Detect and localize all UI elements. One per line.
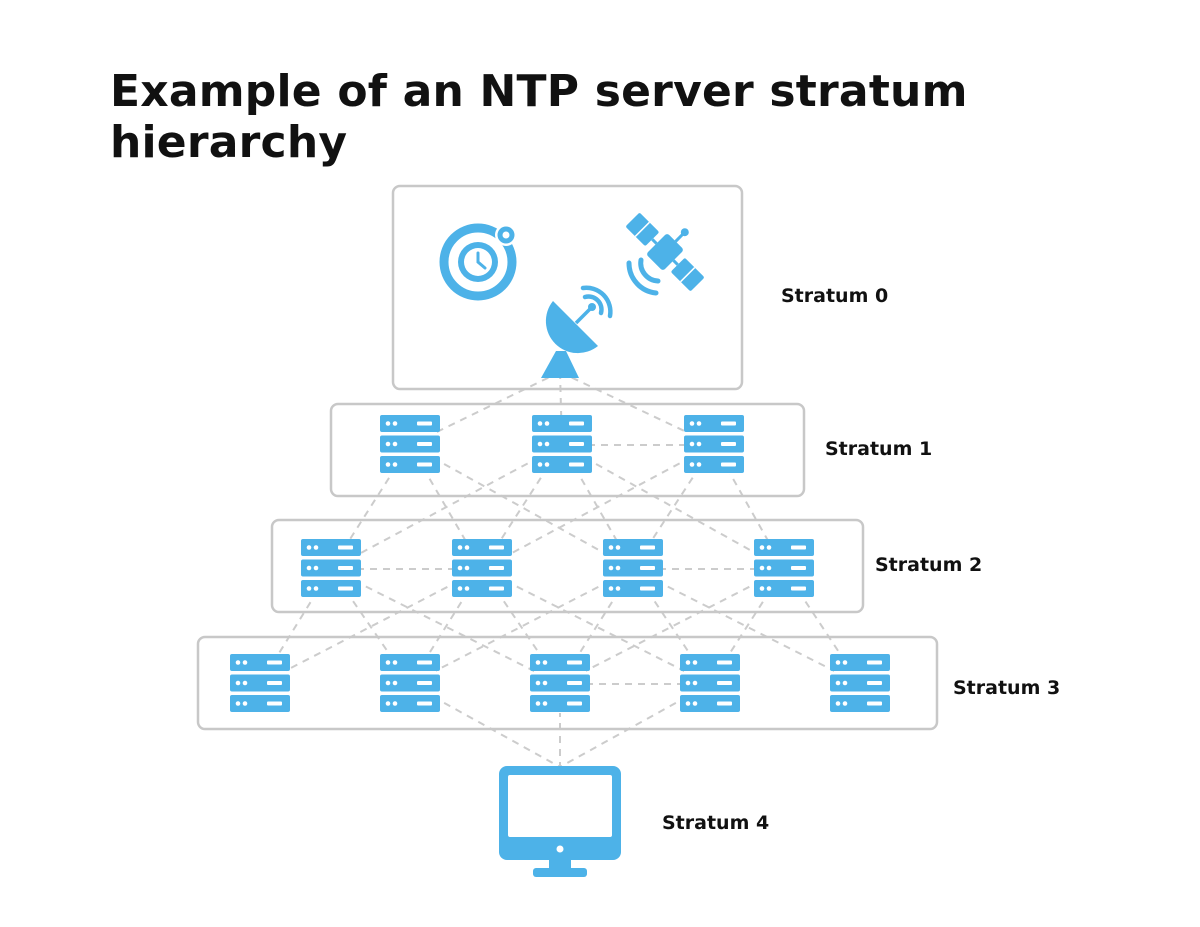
connection-link [481,568,711,685]
connection-link [481,568,561,685]
connection-link [559,568,634,685]
stratum-3-server-icon [230,654,290,713]
diagram-title: Example of an NTP server stratum hierarc… [110,66,968,168]
connection-link [561,444,785,570]
connection-link [330,568,411,685]
connection-link [409,568,634,685]
radio-dish-icon [541,285,613,378]
stratum-devices [230,213,890,877]
connection-link [409,444,634,570]
connection-link [259,568,483,685]
stratum-1-frame [329,402,806,498]
stratum-0-label: Stratum 0 [781,285,889,307]
stratum-2-server-icon [603,539,663,598]
connection-link [409,568,483,685]
stratum-3-server-icon [380,654,440,713]
stratum-3-frame [196,635,939,731]
connection-link [330,568,561,685]
stratum-1-server-icon [684,415,744,474]
stratum-2-frame [270,518,865,614]
stratum-1-server-icon [532,415,592,474]
connection-link [409,371,561,446]
stratum-2-label: Stratum 2 [875,554,983,576]
connection-link [259,568,332,685]
connection-link [481,444,715,570]
connection-link [559,371,715,446]
stratum-2-server-icon [754,539,814,598]
stratum-0-frame [391,184,744,391]
stratum-2-server-icon [452,539,512,598]
connection-link [632,568,711,685]
stratum-3-server-icon [680,654,740,713]
gps-satellite-icon [626,213,704,296]
stratum-3-label: Stratum 3 [953,677,1061,699]
stratum-1-label: Stratum 1 [825,438,933,460]
stratum-frames [196,184,939,731]
stratum-3-server-icon [830,654,890,713]
atomic-clock-icon [439,223,517,301]
stratum-4-label: Stratum 4 [662,812,770,834]
stratum-2-server-icon [301,539,361,598]
stratum-1-server-icon [380,415,440,474]
connection-link [709,568,785,685]
connection-link [632,568,861,685]
connection-link [330,444,563,570]
desktop-monitor-icon [499,766,621,877]
stratum-3-server-icon [530,654,590,713]
connection-link [559,568,785,685]
connection-link [783,568,861,685]
